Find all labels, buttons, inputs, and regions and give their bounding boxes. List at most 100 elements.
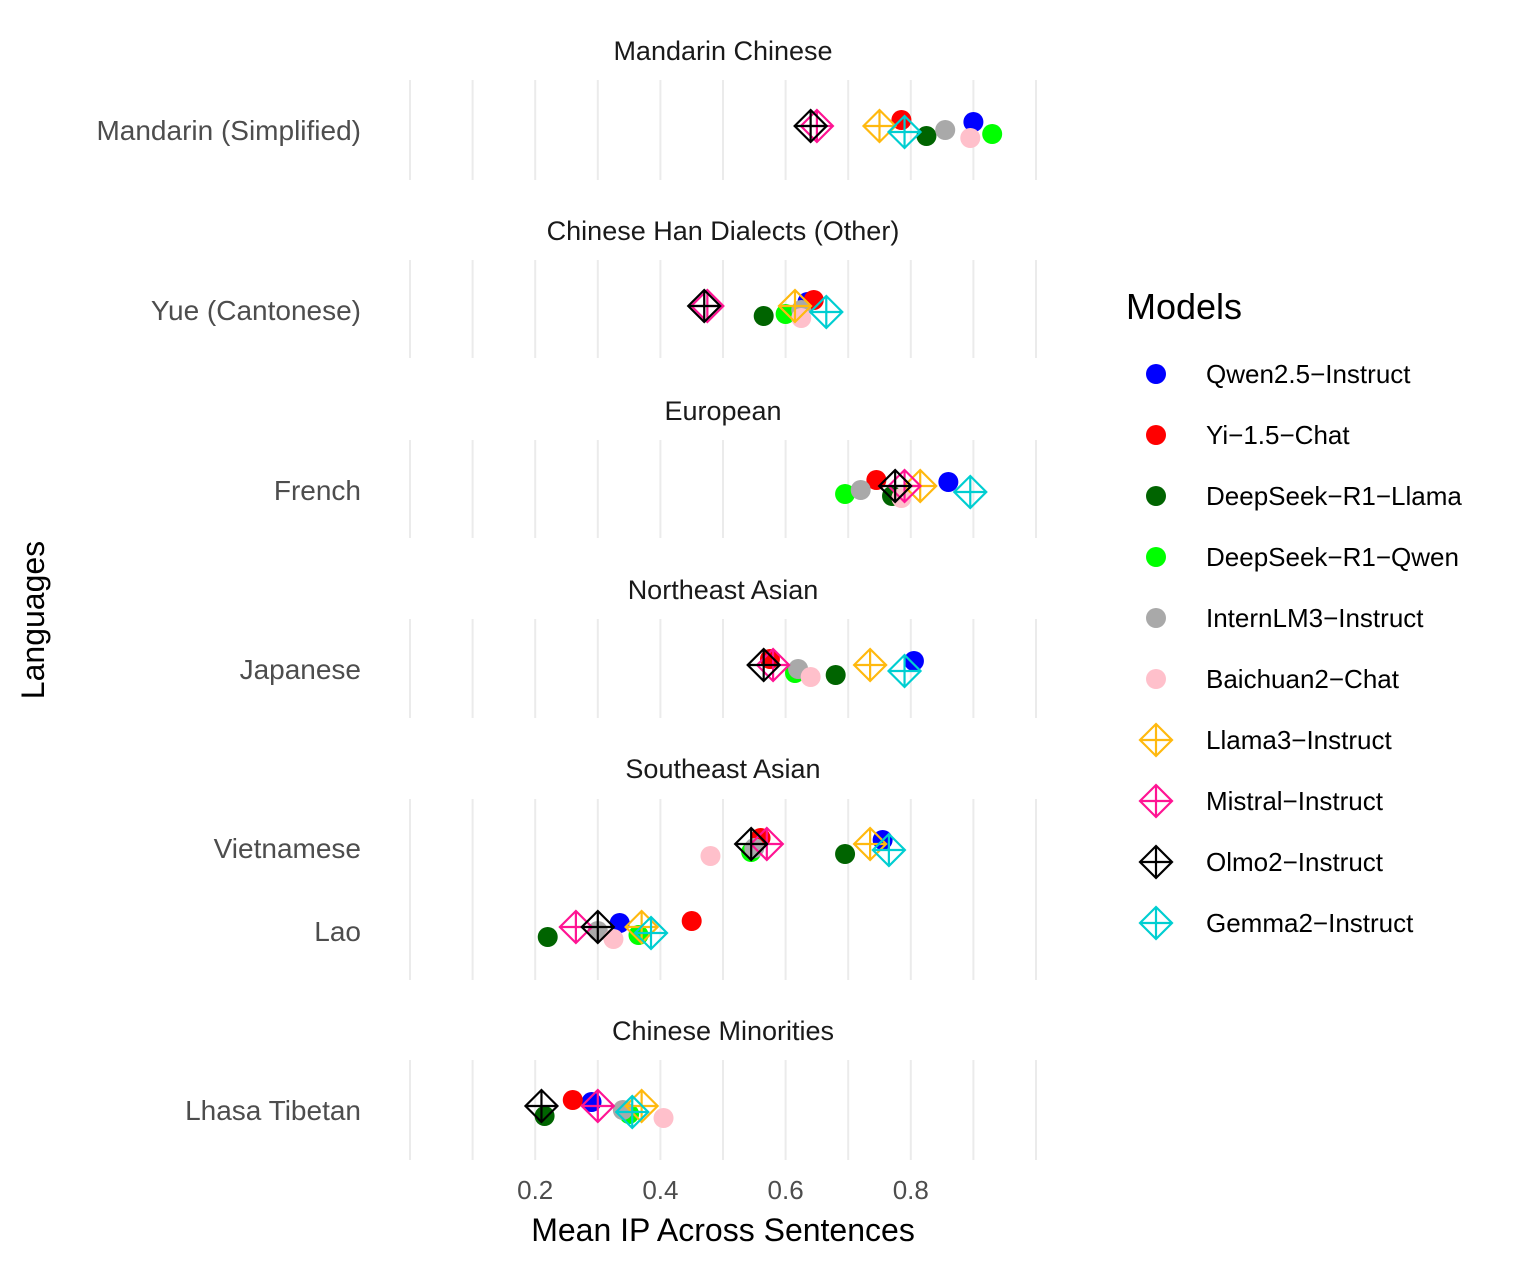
y-tick-label: Lao — [314, 916, 361, 947]
point-qwen2-5-instruct — [938, 472, 959, 492]
points-lao — [537, 909, 702, 951]
point-olmo2-instruct — [877, 468, 913, 504]
point-deepseek-r1-llama — [825, 665, 846, 685]
legend-item-yi-1-5-chat: Yi−1.5−Chat — [1146, 420, 1350, 450]
point-gemma2-instruct — [614, 1094, 650, 1130]
points-japanese — [746, 647, 924, 689]
point-internlm3-instruct — [935, 120, 956, 140]
point-olmo2-instruct — [793, 108, 829, 144]
point-olmo2-instruct — [733, 826, 769, 862]
x-tick-label: 0.8 — [893, 1175, 929, 1205]
legend-item-olmo2-instruct: Olmo2−Instruct — [1138, 844, 1384, 880]
legend-label: DeepSeek−R1−Qwen — [1206, 542, 1459, 572]
point-deepseek-r1-llama — [835, 844, 856, 864]
legend-key — [1146, 608, 1166, 628]
facet-chinese-han-dialects-other: Chinese Han Dialects (Other) Yue (Cantone… — [151, 216, 1037, 358]
point-qwen2-5-instruct — [609, 913, 630, 933]
point-gemma2-instruct — [871, 832, 907, 868]
y-tick-label: Japanese — [240, 654, 361, 685]
point-olmo2-instruct — [686, 288, 722, 324]
legend-label: DeepSeek−R1−Llama — [1206, 481, 1462, 511]
point-mistral-instruct — [580, 1088, 616, 1124]
point-deepseek-r1-llama — [916, 126, 937, 146]
legend-item-qwen2-5-instruct: Qwen2.5−Instruct — [1146, 359, 1411, 389]
legend-key — [1138, 844, 1174, 880]
legend-key — [1138, 905, 1174, 941]
legend-item-deepseek-r1-llama: DeepSeek−R1−Llama — [1146, 481, 1462, 511]
point-llama3-instruct — [861, 108, 898, 144]
points-lhasa-tibetan — [523, 1088, 674, 1130]
point-baichuan2-chat — [960, 128, 981, 148]
point-qwen2-5-instruct — [903, 651, 924, 671]
x-tick-label: 0.2 — [517, 1175, 553, 1205]
y-tick-label: French — [274, 475, 361, 506]
y-axis-title: Languages — [15, 541, 51, 699]
point-yi-1-5-chat — [562, 1090, 583, 1110]
y-tick-label: Mandarin (Simplified) — [96, 115, 361, 146]
legend-item-llama3-instruct: Llama3−Instruct — [1138, 722, 1392, 758]
legend-key — [1146, 425, 1166, 445]
legend-label: Llama3−Instruct — [1206, 725, 1392, 755]
point-gemma2-instruct — [633, 915, 669, 951]
facet-title: Mandarin Chinese — [613, 36, 832, 66]
legend-item-mistral-instruct: Mistral−Instruct — [1138, 783, 1384, 819]
point-baichuan2-chat — [603, 929, 624, 949]
facet-title: Chinese Minorities — [612, 1016, 834, 1046]
points-vietnamese — [700, 826, 907, 868]
x-tick-label: 0.6 — [768, 1175, 804, 1205]
facet-title: Chinese Han Dialects (Other) — [547, 216, 900, 246]
legend-key — [1146, 364, 1166, 384]
facet-title: European — [664, 396, 781, 426]
legend-label: Olmo2−Instruct — [1206, 847, 1384, 877]
legend: Models Qwen2.5−InstructYi−1.5−ChatDeepSe… — [1126, 286, 1462, 941]
point-olmo2-instruct — [746, 647, 782, 683]
point-yi-1-5-chat — [681, 911, 702, 931]
point-gemma2-instruct — [886, 653, 923, 689]
facet-title: Southeast Asian — [625, 754, 820, 784]
x-tick-label: 0.4 — [642, 1175, 678, 1205]
legend-label: InternLM3−Instruct — [1206, 603, 1424, 633]
point-gemma2-instruct — [886, 114, 923, 150]
point-baichuan2-chat — [700, 846, 721, 866]
legend-title: Models — [1126, 286, 1242, 327]
y-tick-label: Lhasa Tibetan — [185, 1095, 361, 1126]
point-gemma2-instruct — [952, 474, 988, 510]
point-llama3-instruct — [852, 826, 888, 862]
y-tick-label: Vietnamese — [214, 833, 361, 864]
legend-item-internlm3-instruct: InternLM3−Instruct — [1146, 603, 1424, 633]
legend-key — [1146, 669, 1166, 689]
facet-title: Northeast Asian — [628, 575, 819, 605]
legend-label: Yi−1.5−Chat — [1206, 420, 1350, 450]
x-axis: 0.2 0.4 0.6 0.8 — [517, 1175, 929, 1205]
y-tick-label: Yue (Cantonese) — [151, 295, 361, 326]
point-deepseek-r1-llama — [753, 306, 774, 326]
legend-item-deepseek-r1-qwen: DeepSeek−R1−Qwen — [1146, 542, 1459, 572]
legend-label: Qwen2.5−Instruct — [1206, 359, 1411, 389]
point-llama3-instruct — [777, 288, 813, 324]
point-internlm3-instruct — [850, 480, 871, 500]
point-qwen2-5-instruct — [963, 112, 984, 132]
x-axis-title: Mean IP Across Sentences — [531, 1212, 915, 1248]
point-deepseek-r1-llama — [534, 1106, 555, 1126]
legend-item-baichuan2-chat: Baichuan2−Chat — [1146, 664, 1400, 694]
legend-key — [1138, 722, 1174, 758]
legend-key — [1138, 783, 1174, 819]
point-gemma2-instruct — [808, 294, 844, 330]
point-baichuan2-chat — [791, 308, 812, 328]
legend-label: Gemma2−Instruct — [1206, 908, 1414, 938]
points-yue-cantonese — [686, 288, 844, 330]
points-mandarin-simplified — [793, 108, 1003, 150]
point-deepseek-r1-qwen — [982, 124, 1003, 144]
point-baichuan2-chat — [800, 667, 821, 687]
legend-label: Mistral−Instruct — [1206, 786, 1384, 816]
point-olmo2-instruct — [523, 1088, 560, 1124]
point-olmo2-instruct — [580, 909, 616, 945]
point-deepseek-r1-qwen — [835, 484, 856, 504]
points-french — [835, 468, 988, 510]
legend-item-gemma2-instruct: Gemma2−Instruct — [1138, 905, 1414, 941]
point-deepseek-r1-llama — [537, 927, 558, 947]
